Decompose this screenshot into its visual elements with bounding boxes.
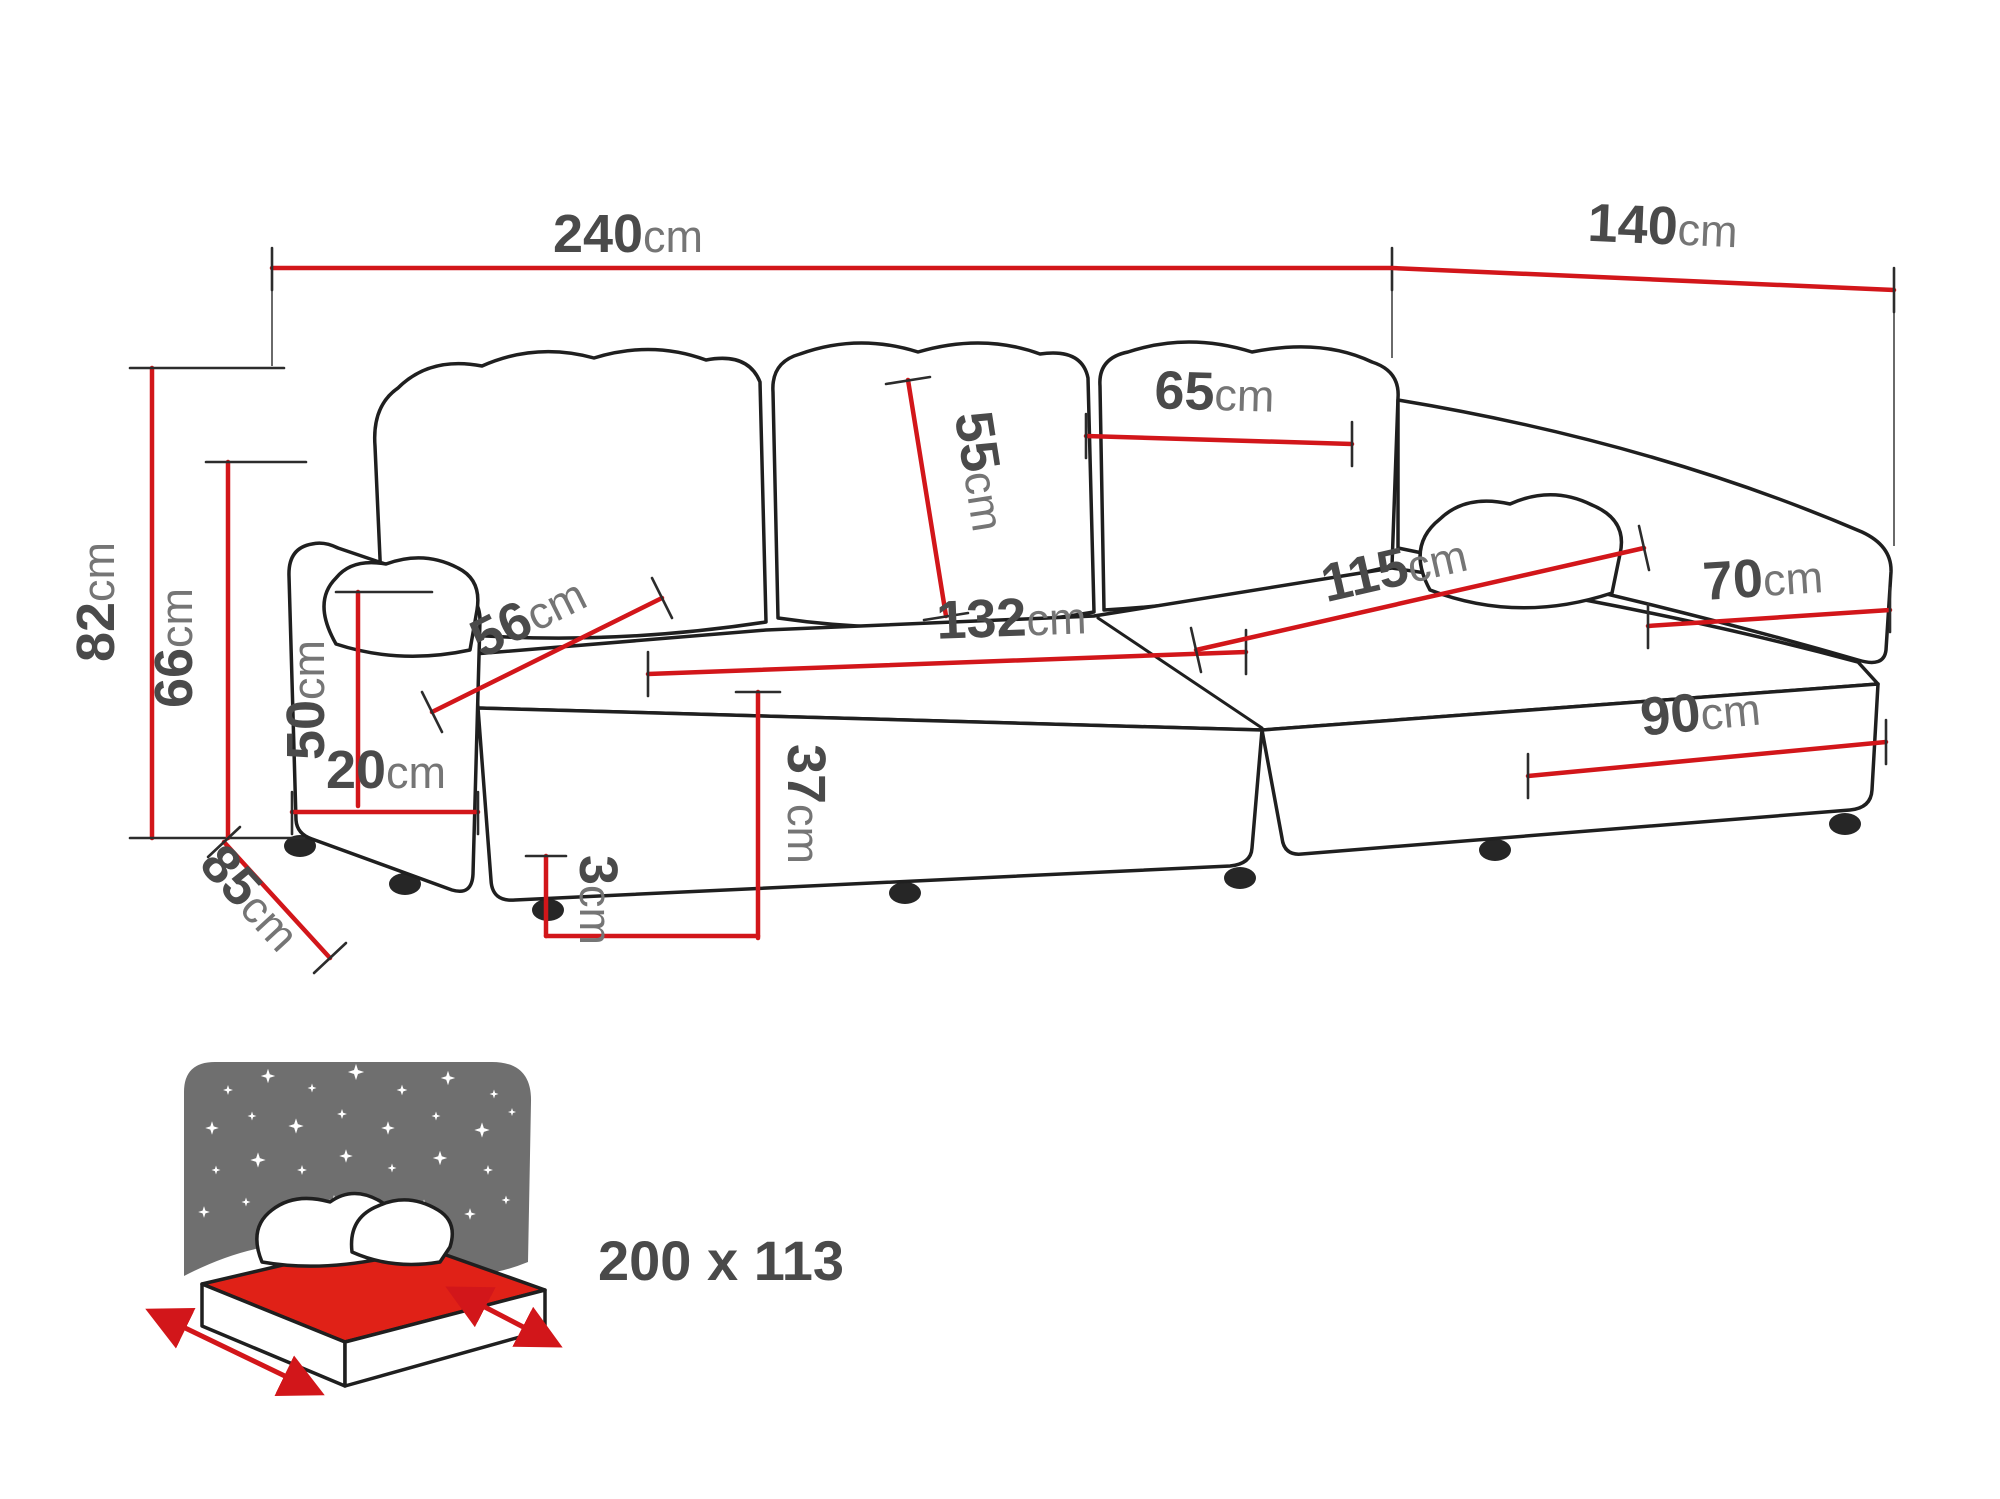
dimension-armrest-width: 20cm <box>289 740 481 836</box>
dimension-line <box>1645 607 1893 629</box>
sofa-foot <box>284 835 316 857</box>
front-panel-chaise <box>1260 682 1880 856</box>
armrest-pillow <box>322 556 480 658</box>
dimension-tick <box>650 576 674 620</box>
dimension-label: 20cm <box>326 740 446 800</box>
dimension-tick <box>420 690 444 734</box>
dimension-line <box>1083 433 1355 447</box>
dimension-label: 37cm <box>776 744 836 864</box>
dimension-tick <box>312 941 348 975</box>
fold-out-arrow-right <box>445 1286 563 1348</box>
dimension-label: 3cm <box>568 855 628 945</box>
dimension-corner-depth: 140cm <box>1389 193 1897 546</box>
dimension-cushion-width: 65cm <box>1083 360 1355 468</box>
dimension-tick <box>1637 524 1651 572</box>
sofa-feet <box>284 813 1861 921</box>
sofa-foot <box>1829 813 1861 835</box>
dimension-line <box>429 595 665 715</box>
dimension-tick <box>884 375 932 386</box>
sofa-foot <box>889 882 921 904</box>
dimension-seat-height: 37cm <box>734 689 836 941</box>
dimension-chaise-side: 90cm <box>1525 677 1889 800</box>
dimension-label: 240cm <box>553 204 703 264</box>
dimension-back-height: 66cm <box>144 459 308 841</box>
dimension-line <box>1389 265 1897 293</box>
dimension-label: 70cm <box>1701 544 1825 612</box>
dimension-label: 90cm <box>1638 677 1763 748</box>
dimension-line <box>1193 545 1647 653</box>
dimension-label: 55cm <box>943 407 1021 535</box>
dimension-tick <box>922 611 970 622</box>
dimension-line <box>221 839 333 961</box>
pillow-right <box>349 1198 454 1267</box>
sleeping-area-size-label: 200 x 113 <box>598 1229 844 1292</box>
front-panel-main <box>476 706 1264 902</box>
dimension-line <box>905 377 949 619</box>
dimension-total-height: 82cm <box>66 365 306 841</box>
dimension-line <box>1525 739 1889 779</box>
sofa-drawing <box>284 340 1893 921</box>
dimension-label: 82cm <box>66 542 126 662</box>
chaise-pillow <box>1418 493 1624 610</box>
dimension-armrest-height: 50cm <box>276 589 434 809</box>
dimension-tick <box>1189 626 1203 674</box>
dimension-seat-length: 132cm <box>645 585 1249 698</box>
fold-out-arrow-left <box>145 1308 325 1396</box>
dimension-label: 65cm <box>1154 360 1276 424</box>
dimension-tick <box>206 825 242 859</box>
dimension-label: 140cm <box>1586 193 1739 259</box>
seat-seam <box>1096 616 1264 730</box>
sleeping-area-icon <box>145 1062 563 1396</box>
dimension-cushion-height: 55cm <box>884 375 1021 622</box>
sofa-foot <box>1224 867 1256 889</box>
dimension-total-width: 240cm <box>269 204 1395 366</box>
dimension-chaise-width: 70cm <box>1645 544 1893 650</box>
sofa-foot <box>389 873 421 895</box>
back-cushion-middle <box>771 341 1096 630</box>
dimension-label: 132cm <box>935 585 1087 650</box>
sofa-foot <box>1479 839 1511 861</box>
dimension-label: 50cm <box>276 640 336 760</box>
dimension-leg-height: 3cm <box>524 853 761 945</box>
back-cushion-left <box>372 347 768 640</box>
dimension-label: 66cm <box>144 588 204 708</box>
dimension-line <box>645 649 1249 677</box>
